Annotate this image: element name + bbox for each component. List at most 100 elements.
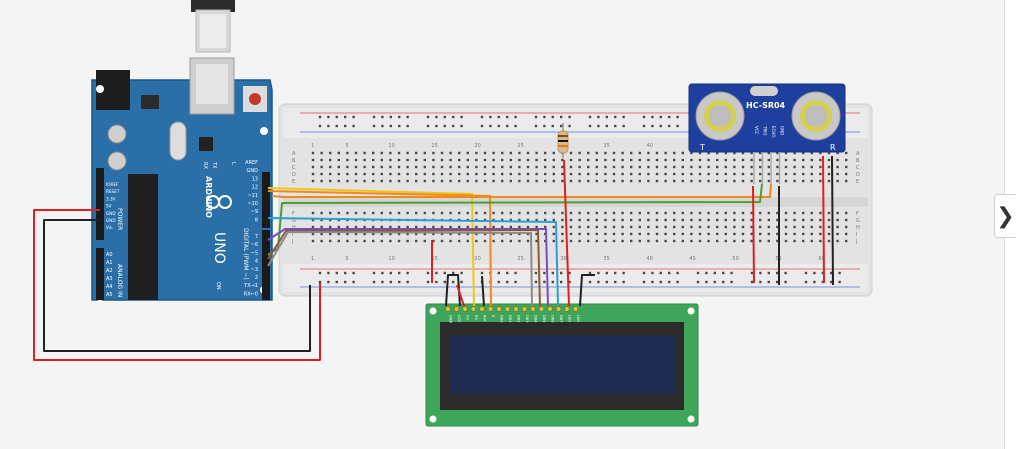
- row-label: E: [856, 179, 859, 185]
- sensor-pin-label: GND: [780, 126, 785, 135]
- lcd-pin-label: LED: [568, 315, 572, 322]
- row-label: F: [856, 211, 859, 217]
- wire-black-lcd-rw: [481, 275, 485, 307]
- column-number: 10: [388, 256, 394, 262]
- lcd-pin-label: RS: [474, 315, 478, 320]
- row-label: C: [856, 165, 860, 171]
- lcd-pin: [555, 306, 562, 312]
- wire-black-led: [579, 274, 595, 307]
- digital-pin-label: GND: [247, 168, 259, 174]
- digital-pin-label: 13: [252, 176, 258, 182]
- lcd-pin: [504, 306, 511, 312]
- digital-pin-label: AREF: [245, 160, 258, 166]
- lcd-screen: [450, 336, 676, 394]
- row-label: F: [292, 211, 295, 217]
- wire-red-led: [563, 159, 570, 307]
- arduino-uno-board[interactable]: ARDUINO UNO POWER ANALOG IN DIGITAL (PWM…: [91, 57, 273, 301]
- wire-red-lcd-v0: [456, 284, 465, 307]
- column-number: 35: [603, 256, 609, 262]
- wire-gnd-black: [43, 219, 311, 352]
- arduino-pin-labels: IOREFRESET3.3V5VGNDGNDVinA0A1A2A3A4A5ARE…: [106, 160, 258, 298]
- digital-pin-label: ~3: [251, 267, 258, 273]
- lcd-pin-label: DB5: [542, 315, 546, 323]
- lcd-pin-label: RW: [483, 315, 487, 321]
- digital-pin-label: 12: [252, 185, 258, 191]
- lcd-pin: [445, 306, 451, 312]
- row-label: A: [292, 151, 296, 157]
- lcd-pin-label: LED: [576, 315, 580, 322]
- atmega-chip: [128, 174, 158, 300]
- row-label: D: [292, 172, 296, 178]
- row-label: G: [856, 218, 860, 224]
- lcd-pin: [462, 306, 468, 312]
- sensor-pin-label: VCC: [754, 126, 759, 135]
- lcd-pin: [547, 306, 553, 312]
- power-pin-label: 3.3V: [106, 196, 116, 201]
- column-number: 40: [646, 143, 652, 149]
- wires: [33, 155, 834, 361]
- on-led-label: ON: [215, 282, 221, 290]
- digital-pin-label: ~6: [251, 242, 258, 248]
- lcd-pin: [470, 306, 477, 312]
- analog-pin-label: A0: [106, 252, 113, 258]
- lcd-pin: [496, 306, 502, 312]
- sensor-pin-label: ECHO: [771, 126, 776, 137]
- digital-pin-label: 2: [255, 275, 258, 281]
- chevron-right-icon[interactable]: ❯: [994, 194, 1016, 238]
- column-number: 15: [431, 256, 437, 262]
- row-label: B: [292, 158, 296, 164]
- resistor[interactable]: [557, 123, 569, 158]
- wire-brown-db5: [267, 229, 541, 307]
- column-number: 20: [474, 256, 480, 262]
- row-label: G: [292, 218, 296, 224]
- analog-pin-label: A4: [106, 284, 113, 290]
- lcd-pin-label: DB7: [559, 315, 563, 323]
- column-number: 35: [603, 143, 609, 149]
- analog-header-label: ANALOG IN: [116, 264, 123, 297]
- wire-gray-db4: [267, 231, 533, 307]
- digital-header-label: DIGITAL (PWM ~): [242, 228, 249, 280]
- power-pin-label: GND: [106, 211, 116, 216]
- lcd-pin: [538, 306, 545, 312]
- power-pin-label: IOREF: [106, 182, 119, 187]
- column-number: 60: [818, 256, 824, 262]
- lcd-pin: [530, 306, 536, 312]
- row-label: E: [292, 179, 295, 185]
- power-pin-label: GND: [106, 218, 116, 223]
- lcd-pin-label: DB2: [517, 315, 521, 323]
- wire-red-sensor-vcc: [752, 185, 755, 284]
- wire-5v-red: [33, 209, 321, 361]
- column-number: 50: [732, 256, 738, 262]
- lcd-pin: [453, 306, 460, 312]
- row-label: I: [856, 232, 857, 238]
- rx-led-label: RX: [202, 162, 208, 169]
- wire-red-rail: [822, 155, 825, 284]
- reset-button[interactable]: [249, 93, 261, 105]
- row-label: B: [856, 158, 860, 164]
- row-label: H: [856, 225, 860, 231]
- digital-pin-label: ~5: [251, 250, 258, 256]
- breadboard-holes: [311, 115, 848, 284]
- column-number: 5: [345, 143, 348, 149]
- sensor-pin-label: TRIG: [763, 125, 768, 136]
- lcd-pin: [564, 306, 570, 312]
- power-pin-label: 5V: [106, 204, 112, 209]
- column-number: 1: [311, 143, 314, 149]
- analog-pin-label: A3: [106, 276, 113, 282]
- usb-cable: [191, 0, 235, 53]
- digital-pin-label: 8: [255, 217, 258, 223]
- lcd-pin: [513, 306, 519, 312]
- lcd-pin: [521, 306, 528, 312]
- digital-pin-label: TX→1: [243, 283, 258, 289]
- digital-pin-label: 4: [255, 259, 258, 265]
- column-number: 25: [517, 256, 523, 262]
- row-label: J: [855, 239, 857, 245]
- sensor-t-mark: T: [699, 143, 705, 152]
- sensor-name-label: HC-SR04: [746, 101, 786, 110]
- arduino-brand-label: ARDUINO: [204, 176, 213, 218]
